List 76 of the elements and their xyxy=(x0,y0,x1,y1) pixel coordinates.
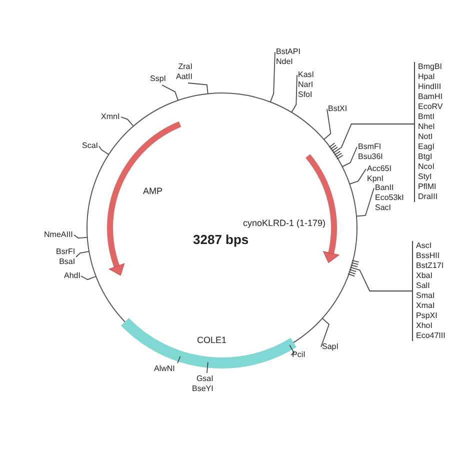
enzyme-site-label: HpaI xyxy=(418,72,436,82)
leader-line xyxy=(289,344,295,356)
enzyme-site-label: NotI xyxy=(418,132,434,142)
size-label: 3287 bps xyxy=(193,232,249,247)
enzyme-site-label: NcoI xyxy=(418,162,436,172)
bracketed-site-list xyxy=(414,62,443,202)
enzyme-site-label: AatII xyxy=(176,72,192,82)
enzyme-site-label: SfoI xyxy=(298,90,314,100)
enzyme-site-label: AscI xyxy=(416,241,433,251)
enzyme-site-label: BstXI xyxy=(328,104,348,114)
enzyme-site-label: BsaI xyxy=(58,257,76,267)
enzyme-site-label: PciI xyxy=(292,350,306,360)
leader-line xyxy=(98,146,110,155)
enzyme-site-label: BtgI xyxy=(418,152,434,162)
enzyme-site-label: BsrFI xyxy=(56,247,76,257)
enzyme-site-label: BstZ17I xyxy=(416,261,445,271)
leader-line xyxy=(120,116,134,127)
enzyme-site-label: BsmFI xyxy=(358,142,382,152)
leader-line xyxy=(270,52,276,102)
enzyme-site-label: BstAPI xyxy=(276,47,300,57)
enzyme-site-label: SspI xyxy=(150,74,166,84)
enzyme-site-label: AhdI xyxy=(64,271,80,281)
leader-line xyxy=(80,276,96,280)
enzyme-site-label: ZraI xyxy=(177,62,192,72)
enzyme-site-label: SalI xyxy=(416,281,431,291)
leader-line xyxy=(74,234,88,238)
enzyme-site-label: SmaI xyxy=(416,291,436,301)
enzyme-site-label: XmaI xyxy=(416,301,436,311)
enzyme-site-label: SacI xyxy=(375,203,392,213)
leader-line xyxy=(162,84,178,101)
leader-line xyxy=(349,168,366,184)
enzyme-site-label: GsaI xyxy=(195,374,214,384)
enzyme-site-label: NmeAIII xyxy=(44,230,73,240)
enzyme-site-label: KasI xyxy=(298,70,314,80)
bracketed-site-list xyxy=(412,241,446,341)
enzyme-site-label: PflMI xyxy=(418,182,438,192)
leader-line xyxy=(206,362,208,374)
enzyme-site-label: ScaI xyxy=(82,141,98,151)
leader-line xyxy=(188,82,208,94)
leader-line xyxy=(328,124,414,160)
insert-label: cynoKLRD-1 (1-179) xyxy=(243,218,326,228)
leader-line xyxy=(356,188,374,217)
enzyme-site-label: XbaI xyxy=(416,271,434,281)
enzyme-site-label: KpnI xyxy=(367,174,384,184)
leader-line xyxy=(291,74,298,113)
enzyme-site-label: Acc65I xyxy=(367,164,392,174)
leader-line xyxy=(347,260,412,292)
enzyme-site-label: BssHII xyxy=(416,251,441,261)
enzyme-site-label: NarI xyxy=(298,80,314,90)
leader-line xyxy=(177,356,181,364)
enzyme-site-label: EcoRV xyxy=(418,102,443,112)
enzyme-site-label: SapI xyxy=(322,342,338,352)
leader-line xyxy=(342,146,358,168)
leader-line xyxy=(323,108,332,140)
enzyme-site-label: DraIII xyxy=(418,192,439,202)
enzyme-site-label: XmnI xyxy=(101,112,120,122)
enzyme-site-label: XhoI xyxy=(416,321,434,331)
enzyme-site-label: Eco47III xyxy=(416,331,446,341)
enzyme-site-label: PspXI xyxy=(416,311,438,321)
enzyme-site-label: BamHI xyxy=(418,92,443,102)
leader-line xyxy=(320,318,330,348)
feature-label: AMP xyxy=(143,186,163,196)
enzyme-site-label: NdeI xyxy=(276,57,294,67)
enzyme-site-label: BmtI xyxy=(418,112,436,122)
enzyme-site-label: HindIII xyxy=(418,82,442,92)
enzyme-site-label: BseYI xyxy=(192,384,214,394)
enzyme-site-label: AlwNI xyxy=(154,364,175,374)
leader-line xyxy=(76,251,90,258)
enzyme-site-label: NheI xyxy=(418,122,436,132)
enzyme-site-label: StyI xyxy=(418,172,433,182)
enzyme-site-label: Eco53kI xyxy=(375,193,404,203)
enzyme-site-label: BmgBI xyxy=(418,62,443,72)
enzyme-site-label: EagI xyxy=(418,142,436,152)
enzyme-site-label: BanII xyxy=(375,183,395,193)
enzyme-site-label: Bsu36I xyxy=(358,152,383,162)
feature-label: COLE1 xyxy=(197,335,227,345)
